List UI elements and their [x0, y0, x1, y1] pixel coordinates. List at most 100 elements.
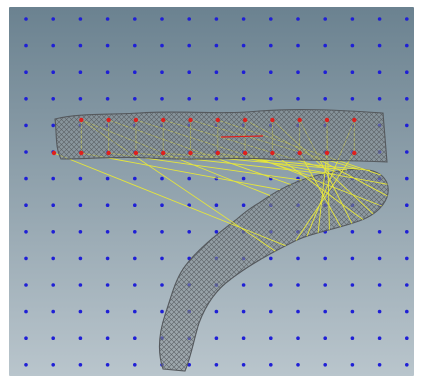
grid-dot	[351, 230, 355, 234]
grid-dot	[378, 283, 382, 287]
grid-dot	[269, 17, 273, 21]
grid-dot	[296, 336, 300, 340]
grid-dot	[106, 70, 110, 74]
grid-dot	[24, 177, 28, 181]
grid-dot	[51, 177, 55, 181]
grid-dot	[378, 363, 382, 367]
grid-dot	[51, 17, 55, 21]
grid-dot	[106, 363, 110, 367]
landmark-point[interactable]	[188, 151, 192, 155]
grid-dot	[351, 363, 355, 367]
grid-dot	[79, 17, 83, 21]
upper-mesh-surface[interactable]	[55, 110, 387, 162]
landmark-point[interactable]	[298, 118, 302, 122]
3d-viewport[interactable]	[9, 7, 414, 376]
grid-dot	[106, 177, 110, 181]
grid-dot	[24, 203, 28, 207]
grid-dot	[378, 70, 382, 74]
landmark-point[interactable]	[161, 118, 165, 122]
grid-dot	[133, 363, 137, 367]
grid-dot	[160, 283, 164, 287]
grid-dot	[106, 310, 110, 314]
grid-dot	[133, 257, 137, 261]
grid-dot	[160, 310, 164, 314]
landmark-point[interactable]	[216, 118, 220, 122]
landmark-point[interactable]	[298, 151, 302, 155]
grid-dot	[187, 230, 191, 234]
grid-dot	[133, 177, 137, 181]
grid-dot	[24, 70, 28, 74]
grid-dot	[296, 310, 300, 314]
grid-dot	[351, 97, 355, 101]
landmark-point[interactable]	[134, 151, 138, 155]
grid-dot	[405, 177, 409, 181]
grid-dot	[351, 17, 355, 21]
landmark-point[interactable]	[79, 118, 83, 122]
landmark-point[interactable]	[106, 151, 110, 155]
grid-dot	[215, 336, 219, 340]
grid-dot	[215, 310, 219, 314]
grid-dot	[296, 283, 300, 287]
grid-dot	[24, 17, 28, 21]
grid-dot	[323, 363, 327, 367]
landmark-point[interactable]	[243, 118, 247, 122]
grid-dot	[242, 283, 246, 287]
grid-dot	[215, 203, 219, 207]
grid-dot	[215, 17, 219, 21]
grid-dot	[242, 336, 246, 340]
grid-dot	[106, 257, 110, 261]
grid-dot	[242, 17, 246, 21]
landmark-point[interactable]	[216, 151, 220, 155]
landmark-point[interactable]	[270, 151, 274, 155]
grid-dot	[106, 203, 110, 207]
landmark-point[interactable]	[52, 151, 56, 155]
landmark-point[interactable]	[325, 151, 329, 155]
grid-dot	[242, 70, 246, 74]
landmark-point[interactable]	[352, 118, 356, 122]
grid-dot	[24, 283, 28, 287]
grid-dot	[296, 17, 300, 21]
grid-dot	[51, 124, 55, 128]
landmark-point[interactable]	[161, 151, 165, 155]
grid-dot	[242, 44, 246, 48]
grid-dot	[133, 97, 137, 101]
grid-dot	[215, 230, 219, 234]
grid-dot	[323, 17, 327, 21]
landmark-point[interactable]	[79, 151, 83, 155]
grid-dot	[51, 363, 55, 367]
grid-dot	[405, 363, 409, 367]
grid-dot	[351, 44, 355, 48]
grid-dot	[378, 44, 382, 48]
grid-dot	[405, 257, 409, 261]
landmark-point[interactable]	[270, 118, 274, 122]
mesh-registration-scene[interactable]	[9, 7, 414, 376]
grid-dot	[215, 97, 219, 101]
landmark-point[interactable]	[134, 118, 138, 122]
grid-dot	[269, 257, 273, 261]
landmark-point[interactable]	[243, 151, 247, 155]
grid-dot	[133, 203, 137, 207]
grid-dot	[24, 44, 28, 48]
grid-dot	[187, 17, 191, 21]
grid-dot	[106, 230, 110, 234]
grid-dot	[79, 336, 83, 340]
grid-dot	[323, 283, 327, 287]
grid-dot	[296, 70, 300, 74]
grid-dot	[296, 257, 300, 261]
grid-dot	[79, 44, 83, 48]
grid-dot	[269, 336, 273, 340]
grid-dot	[133, 283, 137, 287]
grid-dot	[323, 44, 327, 48]
grid-dot	[405, 230, 409, 234]
landmark-point[interactable]	[352, 151, 356, 155]
grid-dot	[296, 97, 300, 101]
landmark-point[interactable]	[325, 118, 329, 122]
grid-dot	[24, 310, 28, 314]
grid-dot	[51, 257, 55, 261]
landmark-point[interactable]	[188, 118, 192, 122]
landmark-point[interactable]	[106, 118, 110, 122]
grid-dot	[405, 150, 409, 154]
grid-dot	[405, 283, 409, 287]
grid-dot	[378, 257, 382, 261]
grid-dot	[160, 230, 164, 234]
